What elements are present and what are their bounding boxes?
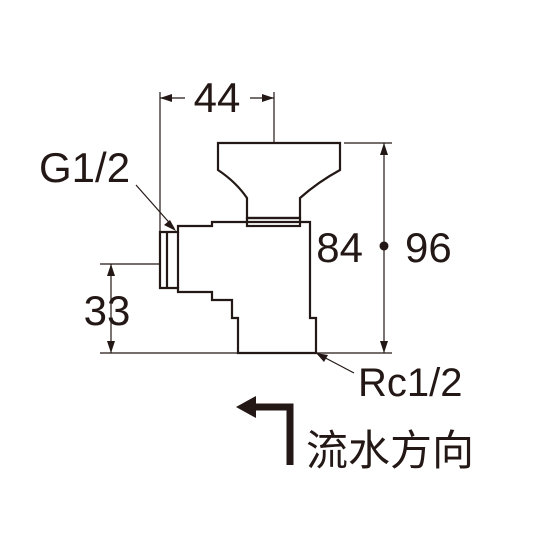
arrowheads <box>107 94 388 362</box>
outlet-leader-arrow <box>316 353 328 362</box>
height-dimension-label: 84・96 <box>316 224 451 271</box>
offset-arrow-top <box>107 264 115 276</box>
width-arrow-left <box>160 94 172 102</box>
width-dimension-label: 44 <box>194 74 241 121</box>
valve-handle <box>216 141 342 220</box>
offset-dimension-label: 33 <box>84 287 131 334</box>
offset-arrow-bottom <box>107 341 115 353</box>
valve-main-body <box>158 220 318 355</box>
inlet-thread-label: G1/2 <box>39 144 130 191</box>
valve-body <box>158 141 342 355</box>
outlet-thread-label: Rc1/2 <box>358 361 463 405</box>
dimension-lines <box>100 92 392 374</box>
width-arrow-right <box>262 94 274 102</box>
height-arrow-top <box>380 143 388 155</box>
flow-direction-label: 流水方向 <box>306 426 474 475</box>
flow-direction-arrow-icon <box>236 396 294 465</box>
inlet-leader-arrow <box>164 220 176 231</box>
inlet-leader <box>135 184 175 229</box>
height-arrow-bottom <box>380 341 388 353</box>
